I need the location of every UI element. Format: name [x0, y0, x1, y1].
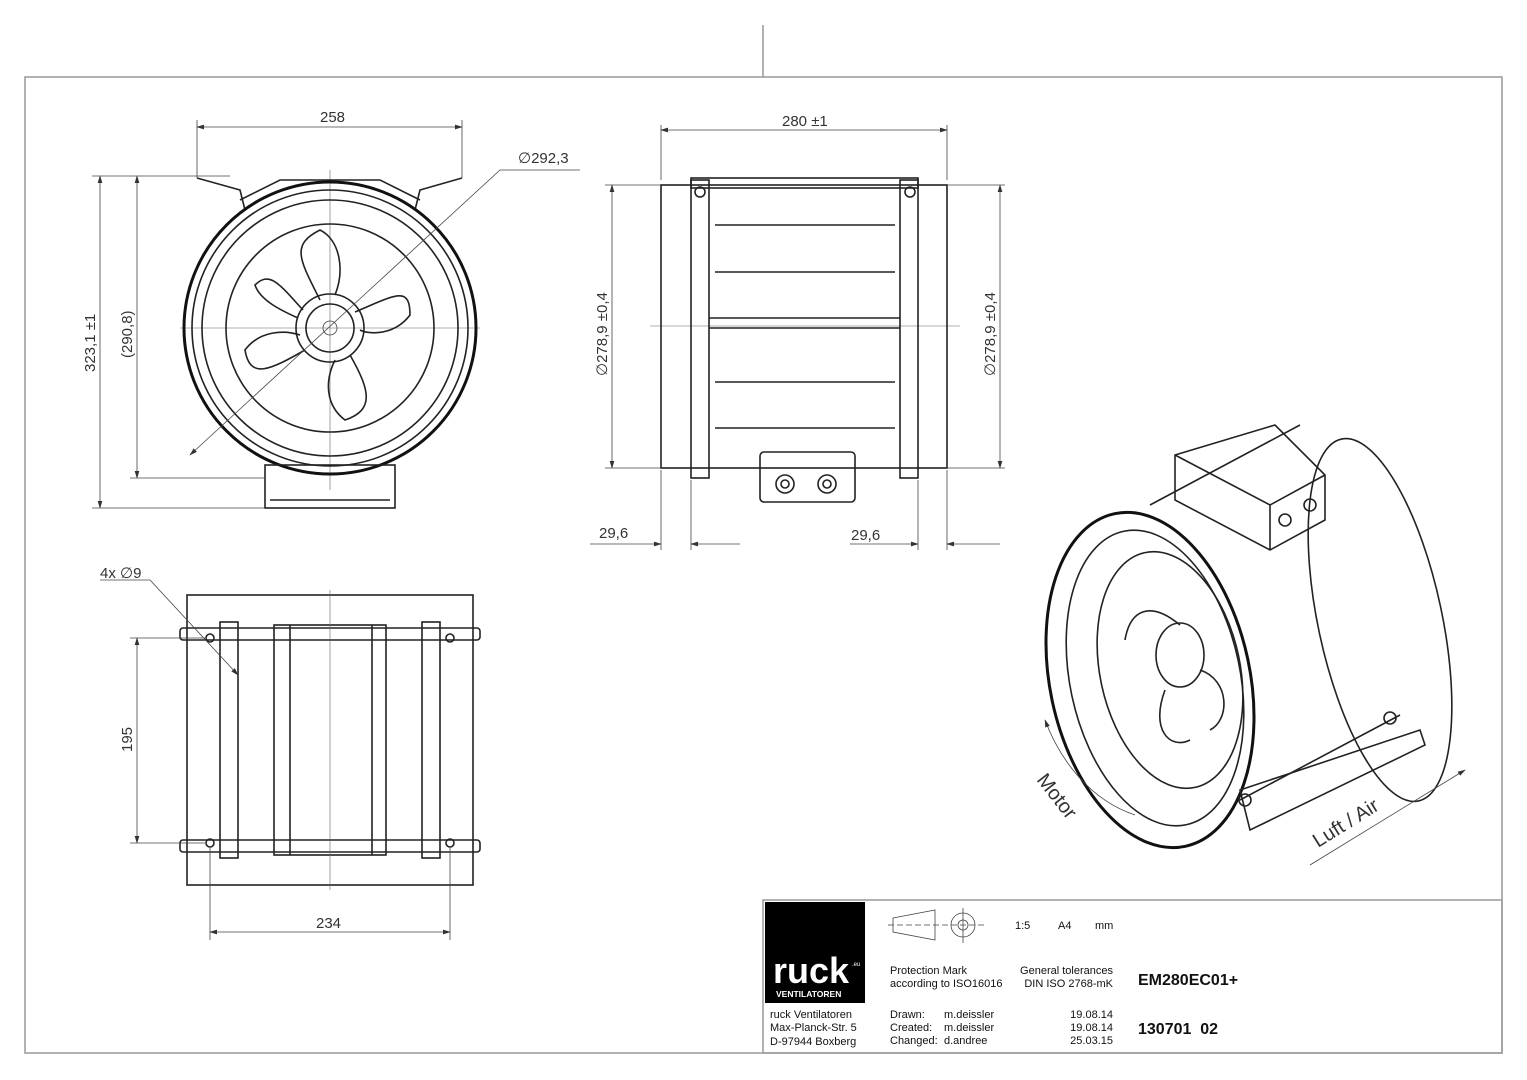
airflow-label: Luft / Air [1309, 795, 1383, 853]
bottom-holes-dim: 4x ∅9 [100, 565, 141, 582]
svg-text:.eu: .eu [852, 962, 860, 968]
title-block: ruck .eu VENTILATOREN ruck Ventilatoren … [762, 899, 1503, 1054]
svg-text:ruck: ruck [773, 950, 850, 991]
side-offset-left-dim: 29,6 [599, 525, 628, 542]
model-number: EM280EC01+ [1138, 972, 1238, 989]
created-by: m.deissler [944, 1022, 994, 1034]
changed-label: Changed: [890, 1035, 938, 1047]
company-city: D-97944 Boxberg [770, 1036, 856, 1048]
tolerance-line2: DIN ISO 2768-mK [1024, 978, 1113, 990]
protection-mark-line1: Protection Mark [890, 965, 968, 977]
front-diameter-dim: ∅292,3 [518, 150, 569, 167]
front-width-dim: 258 [320, 109, 345, 126]
projection-symbol-icon [888, 908, 985, 943]
tolerance-line1: General tolerances [1020, 965, 1113, 977]
protection-mark-line2: according to ISO16016 [890, 978, 1003, 990]
changed-date: 25.03.15 [1070, 1035, 1113, 1047]
drawn-label: Drawn: [890, 1009, 925, 1021]
bottom-width-dim: 234 [316, 915, 341, 932]
drawing-number: 130701 02 [1138, 1021, 1218, 1038]
drawing-frame [24, 25, 1503, 1054]
drawn-date: 19.08.14 [1070, 1009, 1113, 1021]
unit: mm [1095, 920, 1113, 932]
front-height-dim: 323,1 ±1 [82, 314, 99, 372]
scale: 1:5 [1015, 920, 1030, 932]
front-inner-height-dim: (290,8) [119, 310, 136, 358]
iso-view: Motor Luft / Air [1032, 424, 1466, 866]
created-label: Created: [890, 1022, 932, 1034]
front-view: 258 323,1 ±1 (290,8) ∅292,3 [82, 109, 580, 509]
company-name: ruck Ventilatoren [770, 1009, 852, 1021]
changed-by: d.andree [944, 1035, 987, 1047]
ruck-logo [765, 902, 865, 1003]
side-view: 280 ±1 ∅278,9 ±0,4 ∅278,9 ±0,4 29,6 29,6 [590, 113, 1005, 550]
motor-label: Motor [1032, 770, 1081, 824]
side-offset-right-dim: 29,6 [851, 527, 880, 544]
company-street: Max-Planck-Str. 5 [770, 1022, 857, 1034]
bottom-view: 4x ∅9 195 234 [100, 565, 481, 940]
logo-subtitle: VENTILATOREN [776, 989, 841, 999]
side-length-dim: 280 ±1 [782, 113, 828, 130]
paper-size: A4 [1058, 920, 1071, 932]
bottom-spacing-dim: 195 [119, 727, 136, 752]
side-diameter-left-dim: ∅278,9 ±0,4 [594, 292, 611, 376]
side-diameter-right-dim: ∅278,9 ±0,4 [982, 292, 999, 376]
drawn-by: m.deissler [944, 1009, 994, 1021]
created-date: 19.08.14 [1070, 1022, 1113, 1034]
